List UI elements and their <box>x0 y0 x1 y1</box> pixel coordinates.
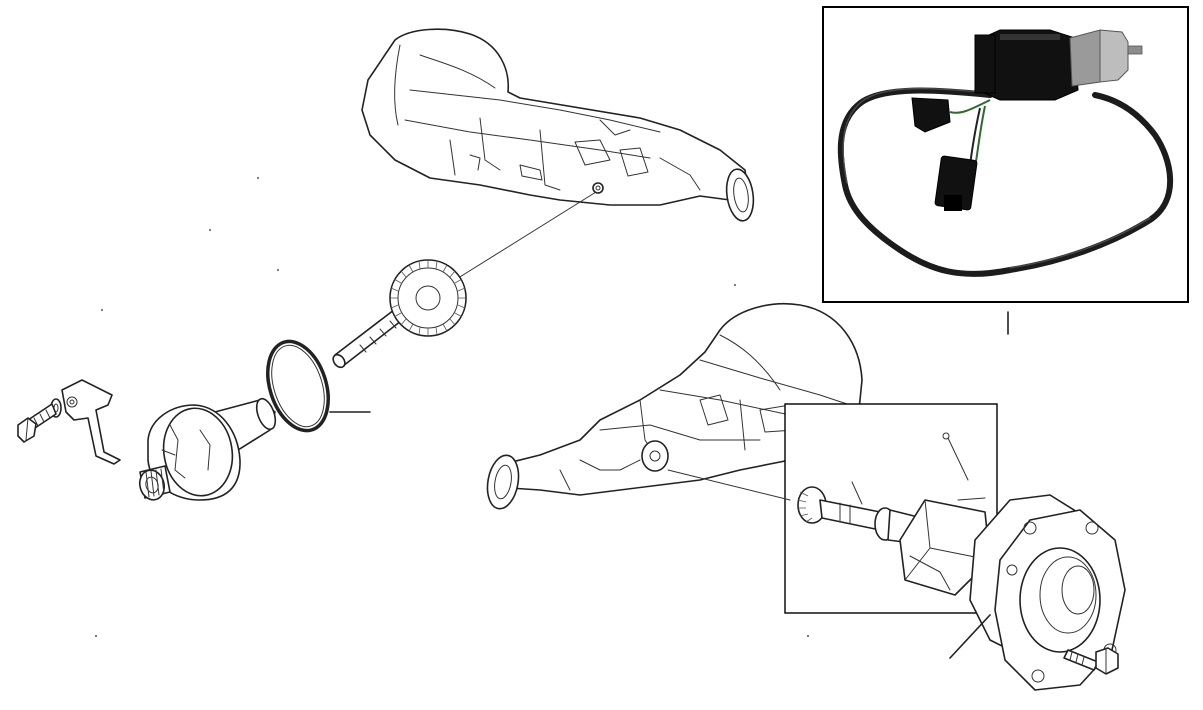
retaining-fork[interactable] <box>61 379 121 465</box>
speedometer-gear-housing[interactable] <box>137 396 279 502</box>
speed-sensor-with-harness[interactable] <box>837 29 1174 277</box>
extension-housing-cover[interactable] <box>969 494 1126 691</box>
cover-callout <box>949 614 991 659</box>
gear-teeth <box>389 259 467 337</box>
o-ring-seal[interactable] <box>257 334 339 439</box>
retaining-bolt[interactable] <box>17 398 62 443</box>
leader-line <box>454 191 597 281</box>
speedometer-driven-gear[interactable] <box>331 259 467 370</box>
leader-line-lower <box>667 469 791 501</box>
cover-bolt[interactable] <box>1063 647 1119 675</box>
transmission-upper[interactable] <box>361 28 756 222</box>
reference-dots <box>95 177 809 637</box>
